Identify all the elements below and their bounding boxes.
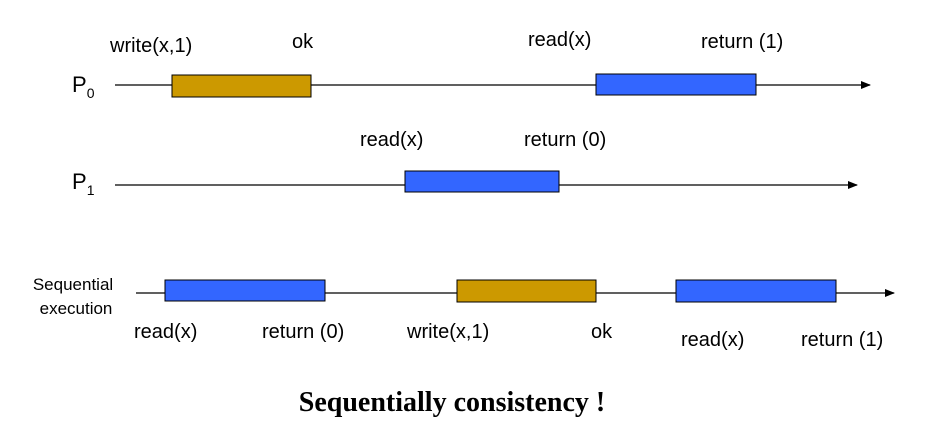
p1-label: P1: [72, 169, 95, 198]
p1-read-call-label: read(x): [360, 129, 423, 151]
seq-write-response-label: ok: [591, 321, 613, 343]
seq-write-call-label: write(x,1): [406, 321, 489, 343]
seq-read-1-call-label: read(x): [134, 321, 197, 343]
p0-read-box: [595, 73, 757, 96]
p1-read-response-label: return (0): [524, 129, 606, 151]
p0-subscript: 0: [87, 85, 95, 101]
sequential-label-line2: execution: [40, 299, 113, 318]
p0-write-response-label: ok: [292, 31, 314, 53]
p0-write-box: [171, 74, 312, 98]
p0-timeline: P0 write(x,1) ok read(x) return (1): [72, 29, 871, 101]
p0-read-response-label: return (1): [701, 31, 783, 53]
p1-read-box: [404, 170, 560, 193]
seq-read-box-2: [675, 279, 837, 303]
seq-read-1-response-label: return (0): [262, 321, 344, 343]
seq-read-2-response-label: return (1): [801, 329, 883, 351]
sequential-label-line1: Sequential: [33, 275, 113, 294]
p1-timeline: P1 read(x) return (0): [72, 129, 858, 198]
p0-write-call-label: write(x,1): [109, 35, 192, 57]
p0-name: P: [72, 72, 87, 97]
diagram-caption: Sequentially consistency !: [299, 387, 605, 418]
seq-read-2-call-label: read(x): [681, 329, 744, 351]
p1-subscript: 1: [87, 182, 95, 198]
p0-read-call-label: read(x): [528, 29, 591, 51]
seq-write-box: [456, 279, 597, 303]
seq-read-box-1: [164, 279, 326, 302]
p0-label: P0: [72, 72, 95, 101]
sequential-timeline: Sequential execution read(x) return (0) …: [33, 275, 895, 351]
p1-name: P: [72, 169, 87, 194]
